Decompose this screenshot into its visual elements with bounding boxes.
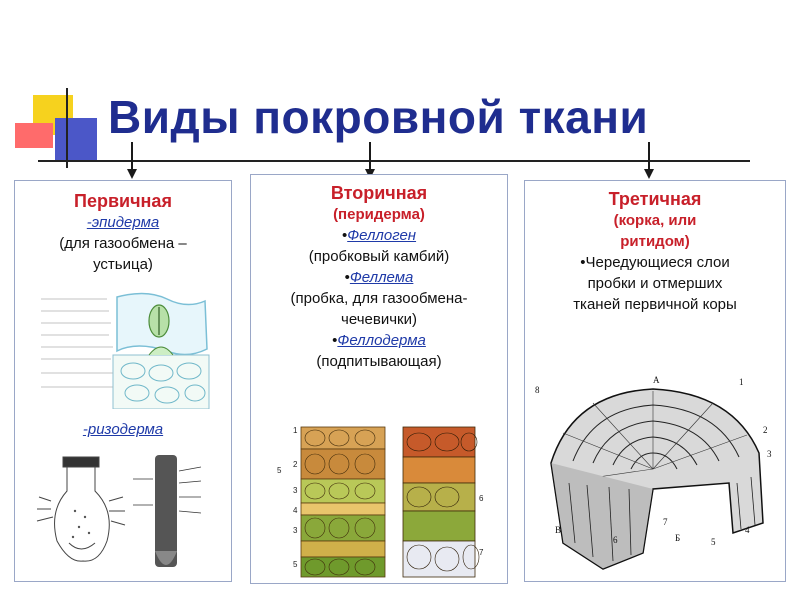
arrow-down-icon <box>127 142 137 179</box>
tertiary-subheading-1: (корка, или <box>613 212 697 229</box>
trunk-label: 8 <box>535 385 540 395</box>
layer-label: 6 <box>479 494 484 503</box>
layer-label: 3 <box>293 486 298 495</box>
epidermis-illustration <box>41 292 210 409</box>
trunk-label: В <box>555 525 561 535</box>
layer-label: 5 <box>293 560 298 569</box>
slide-title: Виды покровной ткани <box>108 91 649 143</box>
rhizodermis-link[interactable]: -ризодерма <box>82 421 164 438</box>
tertiary-subheading-2: ритидом) <box>620 233 690 250</box>
tree-trunk-illustration: 8 1 2 3 4 5 6 7 А Б В <box>535 375 772 570</box>
tertiary-text-3: тканей первичной коры <box>573 296 737 313</box>
epidermis-note-2: устьица) <box>93 256 153 273</box>
decor-square-blue <box>55 118 97 160</box>
phelloderm-link[interactable]: Феллодерма <box>337 332 426 349</box>
layer-label: 7 <box>479 548 484 557</box>
phellem-note-2: чечевички) <box>341 311 417 328</box>
phellogen-link[interactable]: Феллоген <box>347 227 417 244</box>
phellem-link[interactable]: Феллема <box>349 269 414 286</box>
layer-label: 1 <box>293 426 298 435</box>
tertiary-text-2: пробки и отмерших <box>587 275 723 292</box>
epidermis-link[interactable]: -эпидерма <box>86 214 160 231</box>
phellogen-note: (пробковый камбий) <box>308 248 450 265</box>
trunk-label: А <box>653 375 660 385</box>
tertiary-heading: Третичная <box>608 189 702 209</box>
periderm-illustration: 1 2 3 4 3 5 5 6 7 <box>273 421 489 581</box>
layer-label: 4 <box>293 506 298 515</box>
decor-vertical-line <box>66 88 68 168</box>
decor-square-red <box>15 123 53 148</box>
phelloderm-note: (подпитывающая) <box>316 353 442 370</box>
phellem-note-1: (пробка, для газообмена- <box>290 290 468 307</box>
card-primary: Первичная -эпидерма (для газообмена – ус… <box>14 180 232 582</box>
card-secondary: Вторичная (перидерма) Феллоген (пробковы… <box>250 174 508 584</box>
tertiary-text-1-value: Чередующиеся слои <box>585 254 730 271</box>
trunk-label: 2 <box>763 425 768 435</box>
trunk-label: Б <box>675 533 680 543</box>
trunk-label: 6 <box>613 535 618 545</box>
tertiary-text-1: Чередующиеся слои <box>525 252 785 273</box>
phellogen-line: Феллоген <box>251 225 507 246</box>
layer-label: 5 <box>277 466 282 475</box>
trunk-label: 7 <box>663 517 668 527</box>
secondary-heading: Вторичная <box>330 183 428 203</box>
layer-label: 2 <box>293 460 298 469</box>
trunk-label: 4 <box>745 525 750 535</box>
primary-heading: Первичная <box>74 191 172 211</box>
arrow-down-icon <box>644 142 654 179</box>
trunk-label: 1 <box>739 377 744 387</box>
trunk-label: 3 <box>767 449 772 459</box>
phellem-line: Феллема <box>251 267 507 288</box>
root-tip-illustration <box>36 455 202 567</box>
decor-horizontal-line <box>38 160 750 162</box>
phelloderm-line: Феллодерма <box>251 330 507 351</box>
epidermis-note-1: (для газообмена – <box>59 235 187 252</box>
layer-label: 3 <box>293 526 298 535</box>
trunk-label: 5 <box>711 537 716 547</box>
secondary-subheading: (перидерма) <box>333 206 425 223</box>
card-tertiary: Третичная (корка, или ритидом) Чередующи… <box>524 180 786 582</box>
